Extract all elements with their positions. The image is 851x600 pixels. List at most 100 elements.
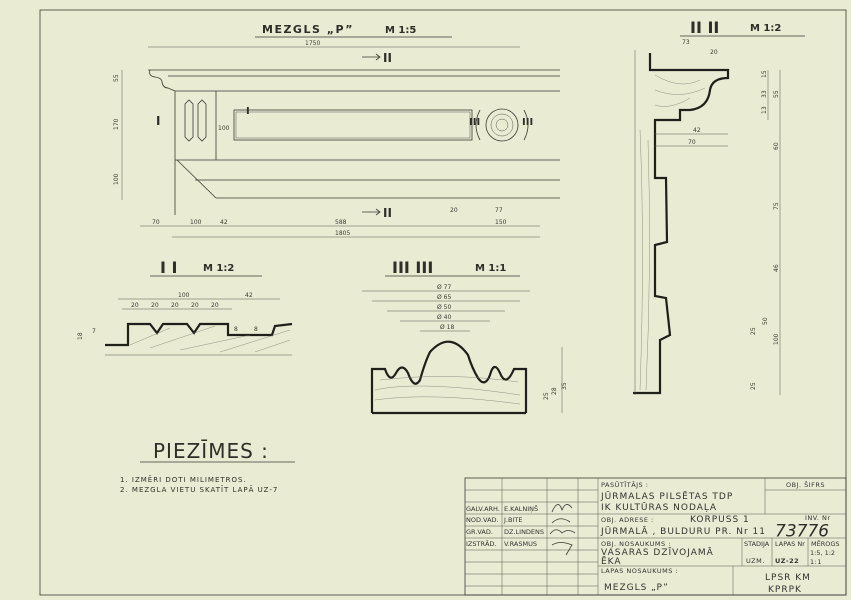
dim-i-h2: 7 xyxy=(92,328,96,335)
section-iii-scale: M 1:1 xyxy=(475,263,506,274)
note-item: 1. IZMĒRI DOTI MILIMETROS. xyxy=(120,475,247,484)
dim-iii-h1: 25 xyxy=(543,392,550,400)
dim-h3: 42 xyxy=(220,219,228,226)
dim-i-d5: 20 xyxy=(211,302,219,309)
dim-i-d4: 20 xyxy=(191,302,199,309)
main-view: MEZGLS „P” M 1:5 1750 I I II II III III … xyxy=(113,23,560,238)
dim-ii-i: 50 xyxy=(762,317,769,325)
inv-number: 73776 xyxy=(775,522,829,542)
dim-h6: 77 xyxy=(495,207,503,214)
section-ii-ii: II II M 1:2 73 20 15 33 55 13 60 75 46 2… xyxy=(633,18,805,395)
section-mark-iii-left: III xyxy=(469,117,480,128)
dim-ii-e: 60 xyxy=(773,142,780,150)
dim-ii-top: 73 xyxy=(682,39,690,46)
object-label: OBJ. NOSAUKUMS : xyxy=(601,540,671,548)
section-i-i: I I M 1:2 100 42 20 20 20 20 20 18 7 8 8 xyxy=(77,258,293,356)
dim-i-w2: 42 xyxy=(245,292,253,299)
client-line1: JŪRMALAS PILSĒTAS TDP xyxy=(600,491,733,502)
role-name: E.KALNIŅŠ xyxy=(504,504,538,514)
sheet-value: UZ-22 xyxy=(775,557,799,565)
notes-heading: PIEZĪMES : xyxy=(153,439,269,463)
role-label: IZSTRĀD. xyxy=(466,539,497,548)
dim-i-c2: 8 xyxy=(254,326,258,333)
notes: PIEZĪMES : 1. IZMĒRI DOTI MILIMETROS. 2.… xyxy=(120,439,295,494)
cipher-label: OBJ. ŠIFRS xyxy=(786,480,825,489)
dim-h1: 70 xyxy=(152,219,160,226)
inv-label: INV. Nr xyxy=(805,514,831,522)
signatures xyxy=(549,504,576,556)
dim-ii-m: 70 xyxy=(688,139,696,146)
dim-ii-a: 15 xyxy=(761,70,768,78)
object-line2: ĒKA xyxy=(601,556,622,567)
address: JŪRMALĀ , BULDURU PR. Nr 11 xyxy=(600,526,766,537)
section-i-title: I I xyxy=(160,258,177,277)
dim-v3: 100 xyxy=(113,173,120,185)
drawing-frame xyxy=(39,9,847,596)
section-ii-scale: M 1:2 xyxy=(750,23,781,34)
section-i-scale: M 1:2 xyxy=(203,263,234,274)
dim-ii-l: 42 xyxy=(693,127,701,134)
org-line2: KPRPK xyxy=(768,585,802,595)
dim-ii-top2: 20 xyxy=(710,49,718,56)
dim-ii-b: 33 xyxy=(761,90,768,98)
dim-iii-d65: Ø 65 xyxy=(437,294,451,301)
scale-value2: 1:1 xyxy=(810,558,822,566)
role-name: DZ.LINDENS xyxy=(504,528,544,536)
role-label: GR.VAD. xyxy=(466,528,493,536)
section-mark-iii-right: III xyxy=(522,117,533,128)
dim-v2: 170 xyxy=(113,118,120,130)
sheet-label: LAPAS Nr xyxy=(775,540,805,548)
page-label: LAPAS NOSAUKUMS : xyxy=(601,567,678,575)
section-ii-title: II II xyxy=(690,18,719,37)
dim-ii-h: 25 xyxy=(750,327,757,335)
scale-label: MĒROGS xyxy=(811,539,840,548)
scale-value1: 1:5, 1:2 xyxy=(810,549,835,557)
dim-ii-c: 55 xyxy=(773,90,780,98)
dim-v1: 55 xyxy=(113,74,120,82)
role-name: V.RASMUS xyxy=(504,540,537,548)
role-name: J.BITE xyxy=(503,516,522,524)
dim-overall-top: 1750 xyxy=(305,40,320,47)
role-label: GALV.ARH. xyxy=(466,505,500,513)
dim-i-d3: 20 xyxy=(171,302,179,309)
section-mark-ii-bottom: II xyxy=(383,206,392,220)
section-mark-ii-top: II xyxy=(383,51,392,65)
dim-h2: 100 xyxy=(190,219,202,226)
dim-i-w: 100 xyxy=(178,292,190,299)
dim-overall-bottom: 1805 xyxy=(335,230,350,237)
main-view-scale: M 1:5 xyxy=(385,25,416,36)
note-item: 2. MEZGLA VIETU SKATĪT LAPĀ UZ-7 xyxy=(120,485,278,494)
role-label: NOD.VAD. xyxy=(466,516,499,524)
dim-ii-j: 100 xyxy=(773,333,780,345)
section-iii-iii: III III M 1:1 Ø 77 Ø 65 Ø 50 Ø 40 Ø 18 2… xyxy=(362,258,568,415)
dim-iii-d40: Ø 40 xyxy=(437,314,451,321)
dim-i-h1: 18 xyxy=(77,332,84,340)
dim-ii-d: 13 xyxy=(761,106,768,114)
dim-iii-d50: Ø 50 xyxy=(437,304,451,311)
org-line1: LPSR KM xyxy=(765,573,811,583)
stage-label: STADIJA xyxy=(744,540,770,548)
dim-i-c1: 8 xyxy=(234,326,238,333)
building: KORPUSS 1 xyxy=(690,515,750,525)
dim-i-d2: 20 xyxy=(151,302,159,309)
title-block: GALV.ARH. E.KALNIŅŠ NOD.VAD. J.BITE GR.V… xyxy=(464,477,847,596)
dim-ii-g: 46 xyxy=(773,264,780,272)
dim-h5: 20 xyxy=(450,207,458,214)
section-iii-title: III III xyxy=(392,258,433,277)
section-mark-i-left: I xyxy=(156,114,160,128)
page-title: MEZGLS „P” xyxy=(604,583,669,593)
dim-iii-h2: 28 xyxy=(551,387,558,395)
section-mark-i-panel: I xyxy=(246,106,250,117)
dim-i-d1: 20 xyxy=(131,302,139,309)
main-view-title: MEZGLS „P” xyxy=(262,23,354,36)
client-label: PASŪTĪTĀJS : xyxy=(601,480,648,489)
dim-h7: 150 xyxy=(495,219,507,226)
dim-iii-d77: Ø 77 xyxy=(437,284,451,291)
dim-panel: 100 xyxy=(218,125,230,132)
address-label: OBJ. ADRESE : xyxy=(601,516,654,524)
dim-ii-f: 75 xyxy=(773,202,780,210)
dim-h4: 588 xyxy=(335,219,347,226)
client-line2: IK KULTŪRAS NODAĻA xyxy=(601,502,717,513)
object-line1: VASARAS DZĪVOJAMĀ xyxy=(601,547,714,558)
